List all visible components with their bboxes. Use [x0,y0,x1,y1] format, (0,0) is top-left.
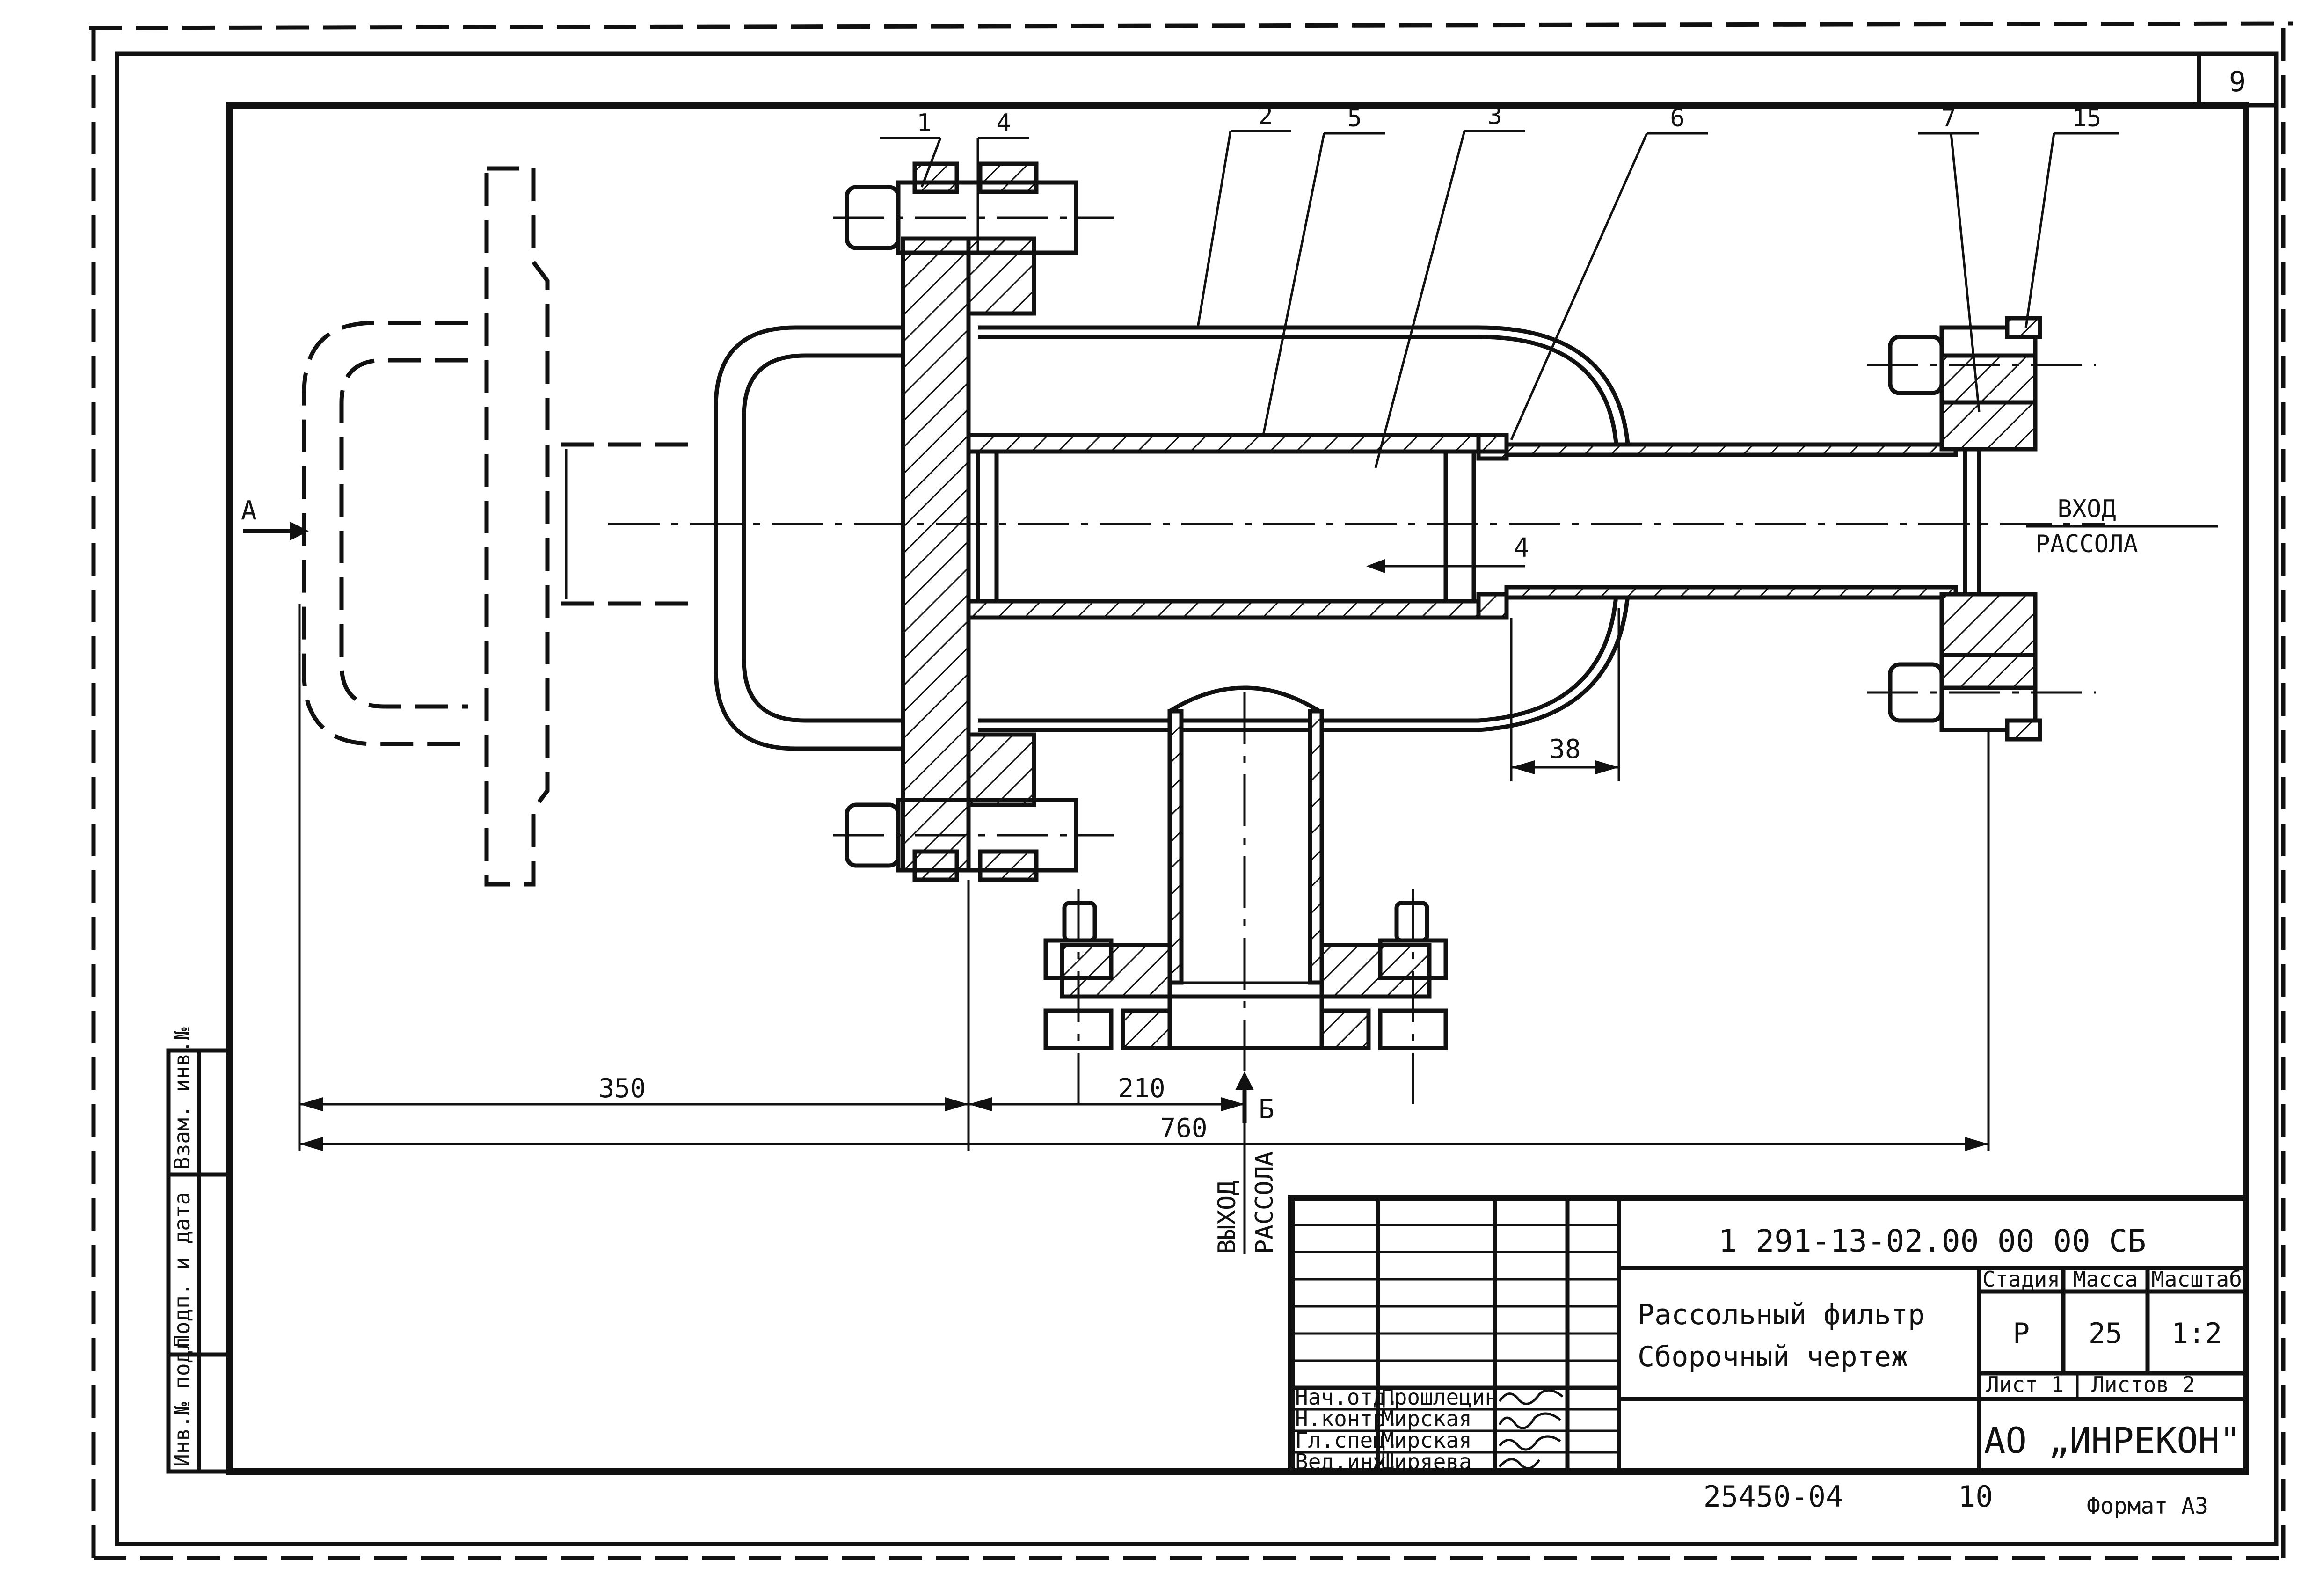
sheets-label: Листов 2 [2091,1372,2195,1397]
role-4: Вед.инж. [1295,1449,1399,1474]
callout-1: 1 [917,109,931,137]
stage-value: Р [2013,1317,2030,1350]
name-1: Прошлецин [1381,1385,1498,1410]
name-4: Ширяева [1381,1449,1472,1474]
outlet-label-1: ВЫХОД [1213,1181,1241,1254]
doc-number: 1 291-13-02.00 00 00 СБ [1719,1223,2146,1259]
outlet-label-2: РАССОЛА [1251,1151,1279,1254]
format-label: Формат А3 [2087,1493,2208,1519]
footer-sheet: 10 [1958,1479,1993,1514]
role-2: Н.контр. [1295,1406,1399,1431]
view-mark-a: А [241,496,257,526]
dimension-lines [298,604,1990,1151]
sheet-borders [88,21,2293,1560]
dim-350: 350 [598,1073,646,1104]
sheet-number: 9 [2229,66,2246,98]
name-3: Мирская [1381,1428,1472,1453]
side-stamp-inv: Инв.№ подл. [169,1324,195,1467]
role-3: Гл.спец. [1295,1428,1399,1453]
side-stamp-replace: Взам. инв.№ [169,1027,195,1170]
name-2: Мирская [1381,1406,1472,1431]
callout-7: 7 [1941,104,1956,132]
view-mark-b: Б [1259,1094,1274,1125]
title-line-2: Сборочный чертеж [1638,1341,1908,1373]
mass-value: 25 [2089,1317,2122,1350]
callout-6: 6 [1670,104,1684,132]
dim-210: 210 [1118,1073,1165,1104]
signatures [1498,1389,1564,1470]
section-arrows [243,522,1525,1123]
role-1: Нач.отд. [1295,1385,1399,1410]
filter-drawing [302,161,2105,1114]
scale-header: Масштаб [2151,1267,2242,1292]
callout-5: 5 [1347,104,1362,132]
wall-mark: 4 [1514,533,1529,563]
scale-value: 1:2 [2171,1317,2222,1350]
mass-header: Масса [2073,1267,2138,1292]
callout-15: 15 [2072,104,2102,132]
inlet-label-2: РАССОЛА [2035,530,2138,558]
side-stamp-sign: Подп. и дата [169,1192,195,1348]
company-name: АО „ИНРЕКОН" [1984,1420,2241,1461]
sheet-label: Лист 1 [1986,1372,2064,1397]
callout-2: 2 [1258,102,1273,130]
callout-3: 3 [1487,102,1502,130]
stage-header: Стадия [1982,1267,2060,1292]
dim-38: 38 [1549,734,1580,765]
title-block-frame [1288,1195,2249,1475]
title-line-1: Рассольный фильтр [1638,1298,1925,1331]
callout-leaders [880,130,2119,468]
archive-number: 25450-04 [1704,1479,1843,1514]
dim-760: 760 [1160,1113,1207,1144]
callout-4: 4 [996,109,1011,137]
inlet-label-1: ВХОД [2057,495,2116,523]
side-stamp [166,1048,232,1474]
